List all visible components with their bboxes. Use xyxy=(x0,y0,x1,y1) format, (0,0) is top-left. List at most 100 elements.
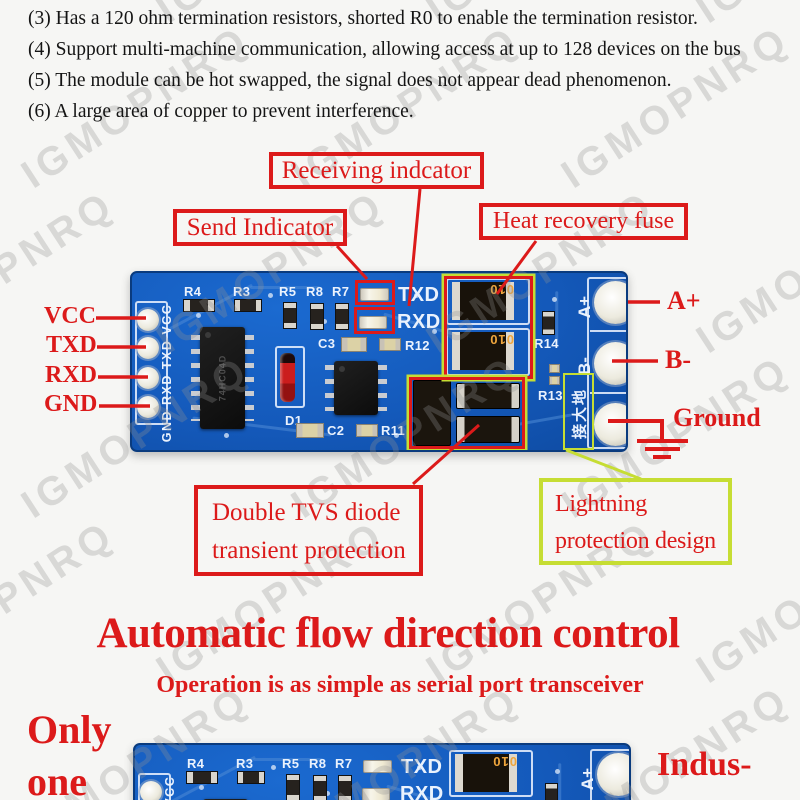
resistor xyxy=(310,303,324,330)
silkscreen-r4: R4 xyxy=(184,284,202,299)
silkscreen-fuse-outline xyxy=(446,328,530,376)
callout-lightning-protection: Lightning protection design xyxy=(539,478,732,565)
feature-item: (5) The module can be hot swapped, the s… xyxy=(28,70,672,91)
silkscreen-rxd: RXD xyxy=(397,311,441,333)
ic-pin1-dot xyxy=(339,366,345,372)
watermark-text: IGMOPNRQ xyxy=(0,512,123,692)
silkscreen-rxd: RXD xyxy=(400,783,444,800)
annotation-box-tvs xyxy=(409,377,525,449)
pin-label-vcc: VCC xyxy=(44,303,96,329)
silkscreen-divider xyxy=(590,392,626,394)
rxd-led xyxy=(362,788,390,800)
feature-item: (4) Support multi-machine communication,… xyxy=(28,39,741,60)
silkscreen-r7: R7 xyxy=(332,284,350,299)
silkscreen-txd: TXD xyxy=(401,756,443,778)
ic-74hc04: 74HC04D xyxy=(191,327,254,429)
terminal-pad-aplus xyxy=(597,753,629,796)
annotation-box-fuses xyxy=(444,276,533,379)
silkscreen-r11: R11 xyxy=(381,423,406,438)
self-recovery-fuse: 010 xyxy=(455,754,517,792)
resistor xyxy=(313,775,327,800)
resistor xyxy=(234,299,262,312)
pin-label-txd: TXD xyxy=(46,332,97,358)
terminal-label-ground: Ground xyxy=(673,403,761,432)
silkscreen-r8: R8 xyxy=(309,756,327,771)
silkscreen-r13: R13 xyxy=(538,388,563,403)
silkscreen-c2: C2 xyxy=(327,423,345,438)
via xyxy=(199,785,204,790)
resistor xyxy=(335,303,349,330)
callout-lightning-line2: protection design xyxy=(555,528,716,554)
pcb-module-photo: GND RXD TXD VCC R4 R3 R5 R8 R7 74HC04D D… xyxy=(130,271,628,452)
via xyxy=(196,313,201,318)
bottom-word-indus: Indus- xyxy=(657,746,752,783)
via xyxy=(322,319,327,324)
silkscreen-r12: R12 xyxy=(405,338,430,353)
feature-list: (3) Has a 120 ohm termination resistors,… xyxy=(28,3,790,127)
bottom-word-one: one xyxy=(27,759,87,800)
copper-trace xyxy=(250,286,320,289)
silkscreen-d1-outline xyxy=(275,346,305,408)
resistor xyxy=(183,299,215,312)
silkscreen-r7: R7 xyxy=(335,756,353,771)
rxd-led xyxy=(359,316,387,329)
via xyxy=(432,329,437,334)
terminal-label-bminus: B- xyxy=(665,345,691,374)
callout-lightning-line1: Lightning xyxy=(555,491,647,517)
silkscreen-fuse-outline xyxy=(449,750,533,797)
callout-tvs-line2: transient protection xyxy=(212,537,406,564)
silkscreen-divider xyxy=(590,330,626,332)
ic-pin1-dot xyxy=(205,332,211,338)
annotation-box-rxd-led xyxy=(354,307,395,334)
callout-receiving-indicator: Receiving indcator xyxy=(269,152,484,189)
silkscreen-pin-names: GND RXD TXD VCC xyxy=(163,770,179,800)
pin-label-rxd: RXD xyxy=(45,362,97,388)
pin-label-gnd: GND xyxy=(44,391,98,417)
resistor-r14 xyxy=(545,783,558,800)
via xyxy=(555,769,560,774)
module-photo-annotated: GND RXD TXD VCC R4 R3 R5 R8 R7 74HC04D D… xyxy=(130,271,628,452)
capacitor xyxy=(379,338,401,351)
annotation-box-ground-pad xyxy=(563,373,594,450)
via xyxy=(394,433,399,438)
pin-pad-vcc xyxy=(137,309,159,331)
bottom-word-only: Only xyxy=(27,707,112,752)
silkscreen-r4: R4 xyxy=(187,756,205,771)
silkscreen-connector-outline xyxy=(135,301,168,425)
pin-pad-txd xyxy=(137,337,159,359)
silkscreen-r3: R3 xyxy=(236,756,254,771)
terminal-pad-bminus xyxy=(594,342,626,385)
feature-item: (3) Has a 120 ohm termination resistors,… xyxy=(28,8,698,29)
via xyxy=(224,433,229,438)
silkscreen-terminal-outline xyxy=(590,749,629,800)
feature-item: (6) A large area of copper to prevent in… xyxy=(28,101,414,122)
via xyxy=(271,765,276,770)
resistor-r14 xyxy=(542,311,555,335)
resistor xyxy=(338,775,352,800)
silkscreen-r8: R8 xyxy=(306,284,324,299)
annotation-box-txd-led xyxy=(355,280,395,305)
capacitor xyxy=(549,376,560,385)
silkscreen-r5: R5 xyxy=(282,756,300,771)
via xyxy=(552,297,557,302)
ic-rs485-transceiver xyxy=(325,361,387,415)
silkscreen-txd: TXD xyxy=(398,284,440,306)
terminal-label-aplus: A+ xyxy=(667,286,701,315)
resistor xyxy=(186,771,218,784)
via xyxy=(417,765,422,770)
silkscreen-r14: R14 xyxy=(534,336,559,351)
pcb-module-photo: GND RXD TXD VCC R4 R3 R5 R8 R7 74HC04D D… xyxy=(133,743,631,800)
capacitor-c2 xyxy=(296,423,324,438)
resistor xyxy=(286,774,300,800)
silkscreen-connector-outline xyxy=(138,773,171,800)
pin-pad-rxd xyxy=(137,367,159,389)
section-title: Automatic flow direction control xyxy=(96,610,680,657)
via xyxy=(268,293,273,298)
silkscreen-r5: R5 xyxy=(279,284,297,299)
callout-heat-recovery-fuse: Heat recovery fuse xyxy=(479,203,688,240)
via xyxy=(325,791,330,796)
callout-tvs-line1: Double TVS diode xyxy=(212,499,401,526)
pin-pad-gnd xyxy=(137,396,159,418)
ic-marking: 74HC04D xyxy=(217,354,228,402)
